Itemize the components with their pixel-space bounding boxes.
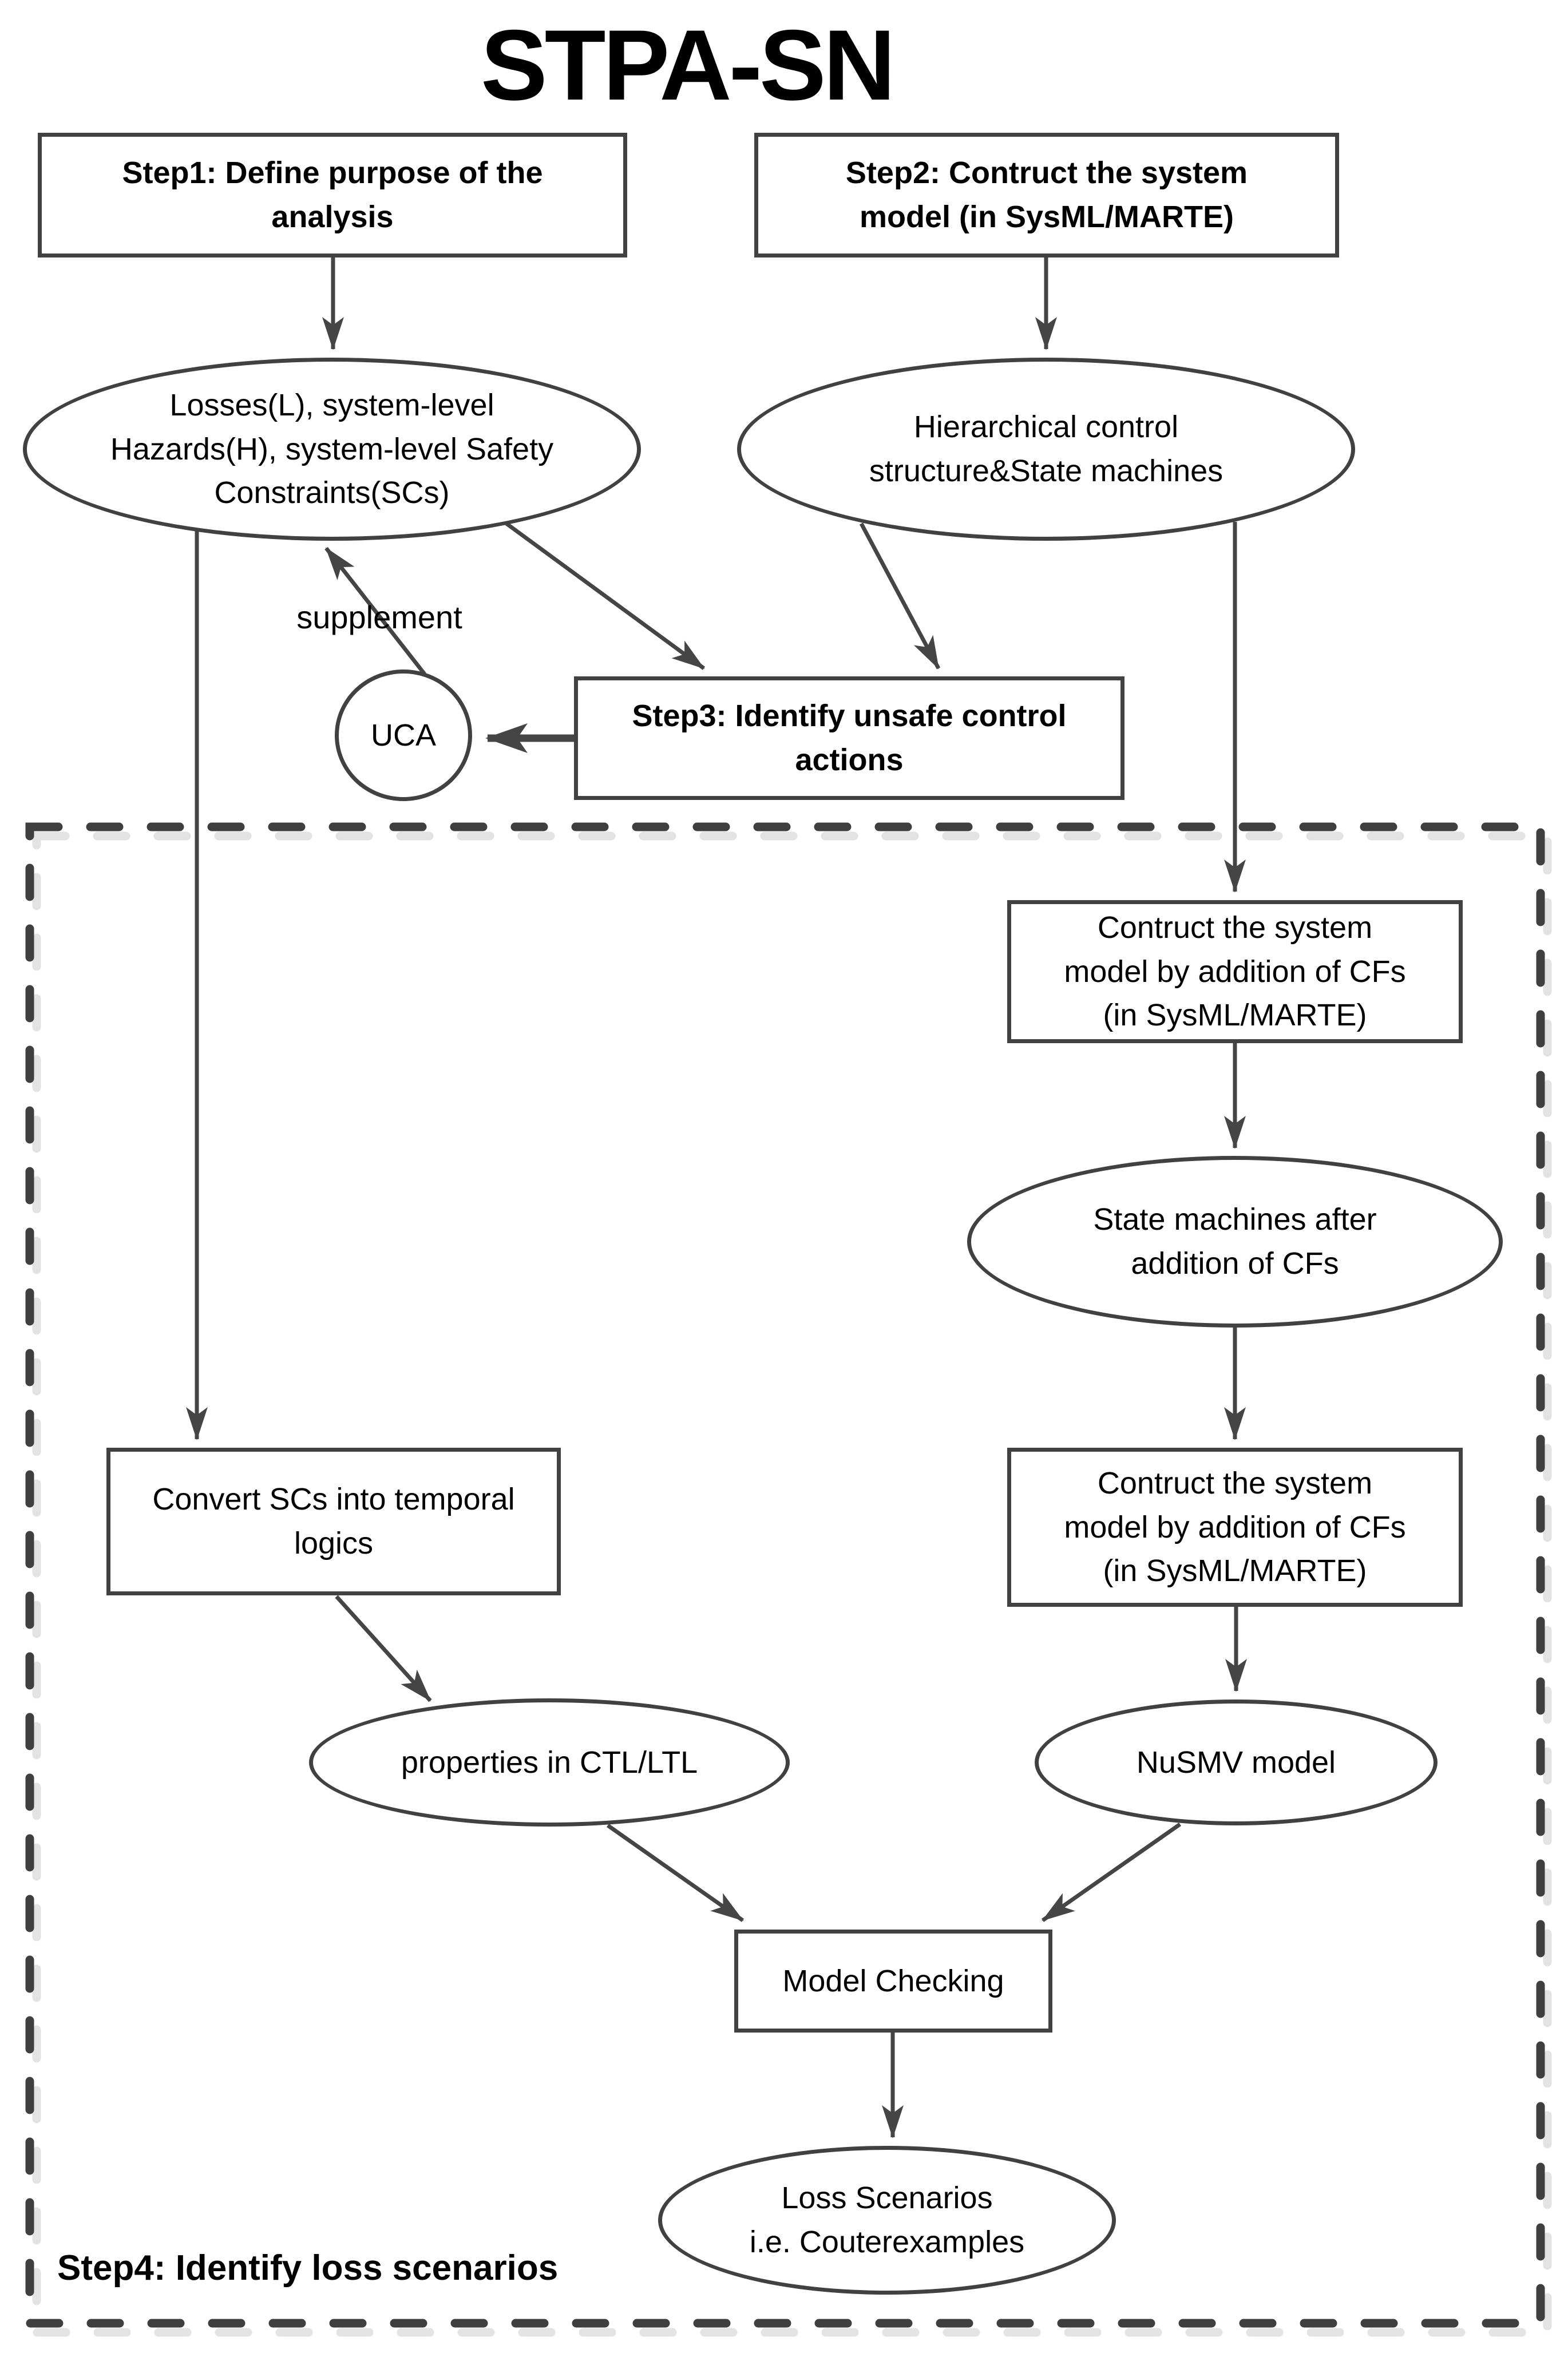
- step4-region-border-shadow: [32, 831, 1552, 2337]
- node-properties-ctl-ltl: properties in CTL/LTL: [309, 1698, 790, 1827]
- diagram-title: STPA-SN: [480, 10, 896, 121]
- node-step2-construct-model: Step2: Contruct the system model (in Sys…: [754, 133, 1339, 258]
- node-construct-model-cfs-1: Contruct the system model by addition of…: [1007, 900, 1463, 1043]
- node-model-checking: Model Checking: [734, 1930, 1052, 2033]
- node-step1-define-purpose: Step1: Define purpose of the analysis: [38, 133, 627, 258]
- node-hierarchical-control-structure: Hierarchical control structure&State mac…: [737, 358, 1355, 541]
- step4-region-label: Step4: Identify loss scenarios: [57, 2248, 559, 2288]
- node-uca: UCA: [335, 670, 472, 801]
- node-loss-scenarios: Loss Scenarios i.e. Couterexamples: [658, 2146, 1116, 2295]
- node-construct-model-cfs-2: Contruct the system model by addition of…: [1007, 1448, 1463, 1607]
- arrow-nusmv-to-modelchecking: [1041, 1823, 1182, 1922]
- node-nusmv-model: NuSMV model: [1035, 1700, 1438, 1825]
- node-step3-identify-uca: Step3: Identify unsafe control actions: [574, 676, 1124, 800]
- node-convert-scs-temporal-logics: Convert SCs into temporal logics: [106, 1448, 561, 1595]
- node-losses-hazards-constraints: Losses(L), system-level Hazards(H), syst…: [23, 358, 641, 541]
- arrow-uca-to-losses-supplement: [324, 546, 426, 676]
- node-statemachines-after-cfs: State machines after addition of CFs: [967, 1156, 1503, 1328]
- arrow-hierarchical-to-step3: [859, 522, 941, 670]
- arrow-convert-to-properties: [335, 1595, 432, 1702]
- arrow-properties-to-modelchecking: [606, 1824, 745, 1922]
- step4-region-border: [25, 822, 1545, 2328]
- arrow-losses-to-step3: [505, 522, 706, 670]
- edge-label-supplement: supplement: [296, 599, 462, 635]
